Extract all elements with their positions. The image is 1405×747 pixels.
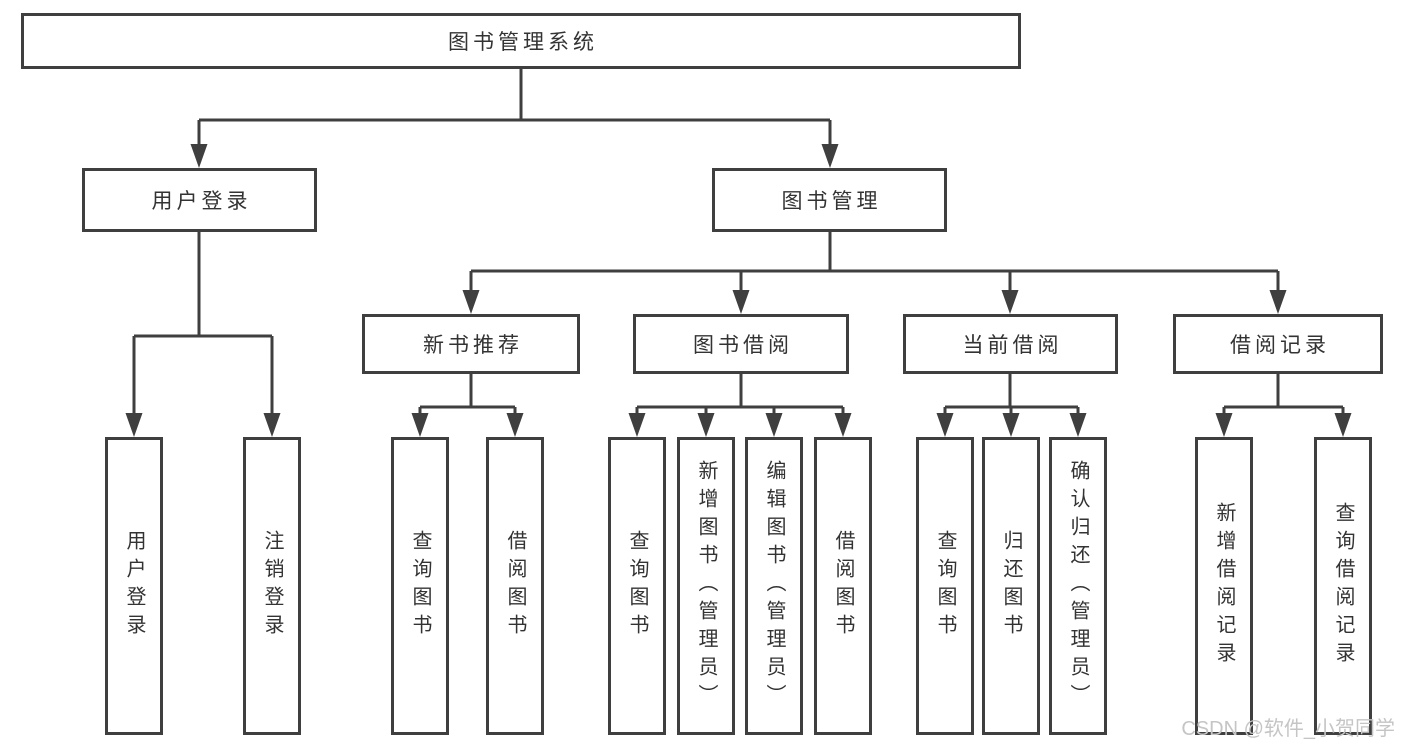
node-label: 图书管理系统 (448, 31, 598, 54)
leaf-nbr-borrow-books: 借阅图书 (486, 437, 544, 735)
node-label: 注销登录 (261, 530, 283, 642)
node-label: 借阅图书 (832, 530, 854, 642)
node-current-borrowing: 当前借阅 (903, 314, 1118, 374)
node-label: 用户登录 (151, 190, 252, 213)
node-label: 新增借阅记录 (1213, 502, 1235, 670)
leaf-nbr-query-books: 查询图书 (391, 437, 449, 735)
node-label: 借阅图书 (504, 530, 526, 642)
leaf-br-query-record: 查询借阅记录 (1314, 437, 1372, 735)
leaf-bb-edit-books: 编辑图书（管理员） (745, 437, 803, 735)
leaf-cb-confirm-return: 确认归还（管理员） (1049, 437, 1107, 735)
node-label: 用户登录 (123, 530, 145, 642)
node-label: 查询图书 (934, 530, 956, 642)
node-borrowing-records: 借阅记录 (1173, 314, 1383, 374)
node-label: 归还图书 (1000, 530, 1022, 642)
node-user-login: 用户登录 (82, 168, 317, 232)
node-book-borrowing: 图书借阅 (633, 314, 849, 374)
node-label: 查询图书 (626, 530, 648, 642)
leaf-cb-query-books: 查询图书 (916, 437, 974, 735)
node-label: 当前借阅 (962, 334, 1063, 357)
node-new-book-recommend: 新书推荐 (362, 314, 580, 374)
leaf-cb-return-books: 归还图书 (982, 437, 1040, 735)
node-label: 查询借阅记录 (1332, 502, 1354, 670)
node-label: 图书借阅 (693, 334, 793, 357)
leaf-user-login: 用户登录 (105, 437, 163, 735)
arrowheads (125, 144, 1352, 437)
watermark: CSDN @软件_小贺同学 (1181, 718, 1395, 740)
node-label: 查询图书 (409, 530, 431, 642)
node-label: 图书管理 (781, 190, 882, 213)
leaf-logout: 注销登录 (243, 437, 301, 735)
leaf-bb-query-books: 查询图书 (608, 437, 666, 735)
node-root-system: 图书管理系统 (21, 13, 1021, 69)
node-label: 确认归还（管理员） (1067, 460, 1089, 712)
leaf-br-add-record: 新增借阅记录 (1195, 437, 1253, 735)
node-book-management: 图书管理 (712, 168, 947, 232)
node-label: 新增图书（管理员） (695, 460, 717, 712)
leaf-bb-add-books: 新增图书（管理员） (677, 437, 735, 735)
node-label: 编辑图书（管理员） (763, 460, 785, 712)
node-label: 借阅记录 (1230, 334, 1330, 357)
node-label: 新书推荐 (423, 334, 523, 357)
leaf-bb-borrow-books: 借阅图书 (814, 437, 872, 735)
